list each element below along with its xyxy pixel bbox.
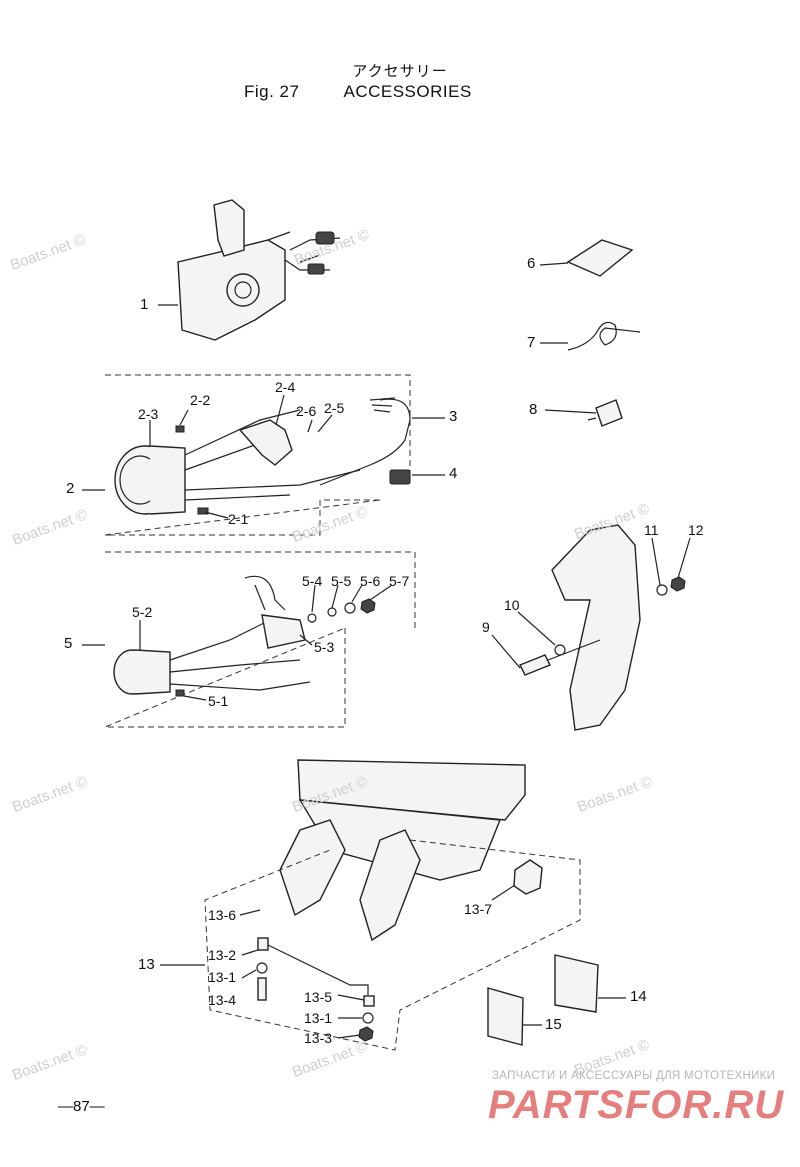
spring-7	[567, 321, 641, 351]
tiller-assembly	[204, 759, 581, 1051]
callout-5-6: 5-6	[360, 573, 381, 589]
page-number: —87—	[58, 1098, 105, 1115]
plug-8	[595, 399, 623, 427]
callout-3: 3	[449, 408, 458, 425]
gauge-assembly-2	[114, 397, 411, 515]
leader-lines	[82, 262, 691, 1039]
callout-5-7: 5-7	[389, 573, 410, 589]
callout-5-2: 5-2	[132, 604, 153, 620]
callout-7: 7	[527, 334, 536, 351]
figure-title: Fig. 27 ACCESSORIES	[244, 82, 472, 102]
callout-12: 12	[688, 522, 704, 538]
figure-title-english: ACCESSORIES	[343, 82, 472, 101]
brand-tagline: ЗАПЧАСТИ И АКСЕССУАРЫ ДЛЯ МОТОТЕХНИКИ	[492, 1070, 776, 1082]
callout-11: 11	[644, 522, 659, 538]
callout-9: 9	[482, 619, 490, 635]
callout-5-3: 5-3	[314, 639, 335, 655]
callout-13: 13	[138, 956, 155, 973]
callout-13-7: 13-7	[464, 901, 493, 917]
callout-15: 15	[545, 1016, 562, 1033]
callout-13-3: 13-3	[304, 1030, 333, 1046]
callout-13-5: 13-5	[304, 989, 333, 1005]
callout-2-3: 2-3	[138, 406, 159, 422]
group-2-outline	[104, 374, 411, 536]
brand-logo: PARTSFOR.RU	[488, 1083, 785, 1127]
callout-1: 1	[140, 296, 149, 313]
decal-14	[554, 954, 599, 1013]
remote-control-box	[177, 199, 341, 341]
callout-5-4: 5-4	[302, 573, 323, 589]
callout-13-1-left: 13-1	[208, 969, 237, 985]
callout-5-5: 5-5	[331, 573, 352, 589]
callout-2-5: 2-5	[324, 400, 345, 416]
decal-15	[487, 987, 524, 1046]
callout-14: 14	[630, 988, 647, 1005]
callout-5: 5	[64, 635, 73, 652]
callout-10: 10	[504, 597, 520, 613]
callout-2-2: 2-2	[190, 392, 211, 408]
figure-number: Fig. 27	[244, 82, 300, 101]
gauge-assembly-5	[113, 575, 376, 697]
callout-8: 8	[529, 401, 538, 418]
callout-4: 4	[449, 465, 458, 482]
callout-13-4: 13-4	[208, 992, 237, 1008]
callout-13-1-right: 13-1	[304, 1010, 333, 1026]
callout-13-2: 13-2	[208, 947, 237, 963]
callout-2-1: 2-1	[228, 511, 249, 527]
callout-13-6: 13-6	[208, 907, 237, 923]
group-5-outline	[104, 551, 416, 728]
bracket-assembly	[519, 524, 686, 731]
callout-6: 6	[527, 255, 536, 272]
callout-5-1: 5-1	[208, 693, 229, 709]
decal-6	[566, 239, 634, 277]
callout-2-4: 2-4	[275, 379, 296, 395]
callout-2-6: 2-6	[296, 403, 317, 419]
callout-2: 2	[66, 480, 75, 497]
figure-title-japanese: アクセサリー	[352, 63, 448, 80]
